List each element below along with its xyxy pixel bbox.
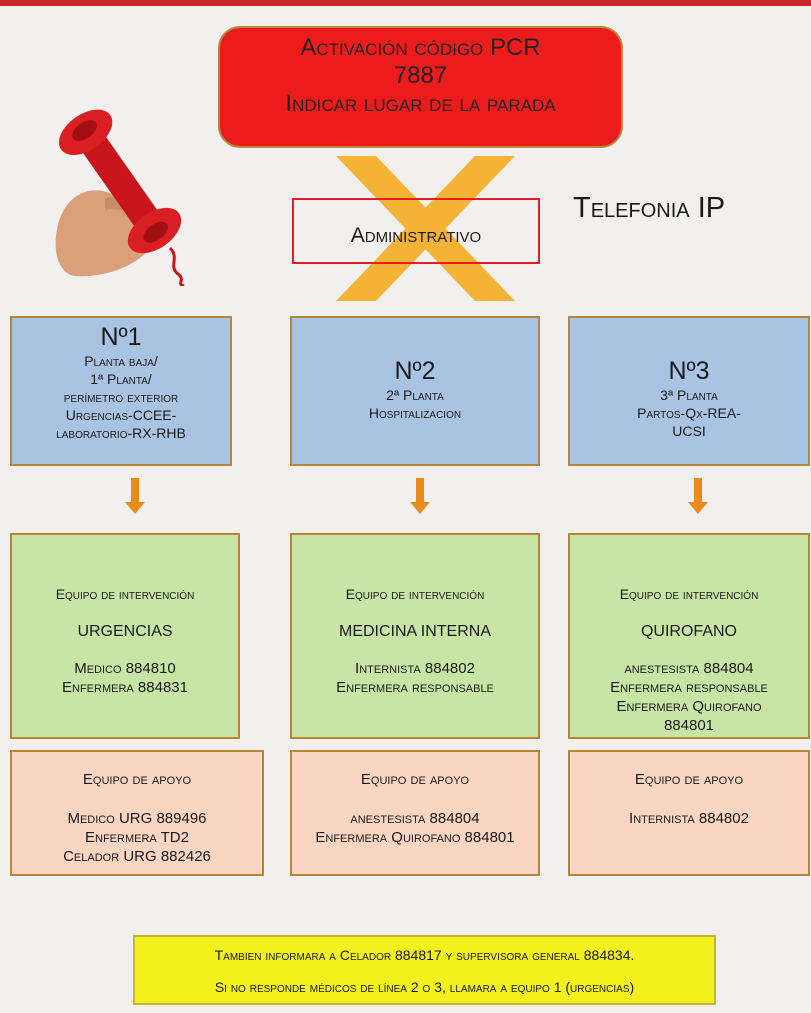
team-member: Enfermera responsable: [336, 679, 494, 696]
location-line: Hospitalizacion: [368, 405, 462, 421]
support-box-2: Equipo de apoyo anestesista 884804 Enfer…: [290, 750, 540, 876]
pcr-instruction: Indicar lugar de la parada: [285, 90, 556, 117]
location-box-2: Nº2 2ª Planta Hospitalizacion: [290, 316, 540, 466]
support-member: anestesista 884804: [350, 810, 480, 827]
team-member: Enfermera Quirofano: [616, 698, 762, 715]
location-line: UCSI: [672, 423, 706, 439]
note-line-1: Tambien informara a Celador 884817 y sup…: [214, 947, 635, 963]
team-box-1: Equipo de intervención URGENCIAS Medico …: [10, 533, 240, 739]
location-number: Nº2: [394, 357, 436, 385]
team-box-3: Equipo de intervención QUIROFANO anestes…: [568, 533, 810, 739]
location-line: 1ª Planta/: [90, 371, 152, 387]
location-line: Planta baja/: [84, 353, 158, 369]
note-line-2: Si no responde médicos de línea 2 o 3, l…: [214, 979, 635, 995]
location-number: Nº1: [100, 323, 142, 351]
team-member: Medico 884810: [74, 660, 176, 677]
location-line: 2ª Planta: [386, 387, 444, 403]
support-member: Medico URG 889496: [67, 810, 207, 827]
team-member: anestesista 884804: [624, 660, 754, 677]
arrow-down-icon: [688, 478, 708, 514]
support-member: Celador URG 882426: [63, 848, 211, 865]
team-name: MEDICINA INTERNA: [338, 623, 491, 640]
team-heading: Equipo de intervención: [55, 586, 195, 602]
telephone-handset-icon: [55, 109, 185, 286]
team-member: Enfermera responsable: [610, 679, 768, 696]
team-heading: Equipo de intervención: [345, 586, 485, 602]
support-box-1: Equipo de apoyo Medico URG 889496 Enferm…: [10, 750, 264, 876]
location-box-1: Nº1 Planta baja/ 1ª Planta/ perímetro ex…: [10, 316, 232, 466]
team-name: QUIROFANO: [640, 623, 737, 640]
support-heading: Equipo de apoyo: [634, 771, 744, 788]
location-box-3: Nº3 3ª Planta Partos-Qx-REA- UCSI: [568, 316, 810, 466]
top-accent-bar: [0, 0, 811, 6]
crossed-out-administrativo: Administrativo: [292, 198, 540, 264]
pcr-code: 7887: [393, 62, 448, 89]
location-number: Nº3: [668, 357, 710, 385]
team-member: Internista 884802: [355, 660, 475, 677]
x-mark-icon: [336, 156, 515, 301]
pcr-alert-box: Activación código PCR 7887 Indicar lugar…: [218, 26, 623, 148]
support-heading: Equipo de apoyo: [360, 771, 470, 788]
location-line: laboratorio-RX-RHB: [56, 425, 186, 441]
team-member: 884801: [663, 717, 715, 734]
location-line: Urgencias-CCEE-: [65, 407, 177, 423]
telefonia-ip-label: Telefonia IP: [573, 192, 726, 224]
team-box-2: Equipo de intervención MEDICINA INTERNA …: [290, 533, 540, 739]
support-member: Enfermera Quirofano 884801: [315, 829, 515, 846]
team-name: URGENCIAS: [77, 623, 173, 640]
support-heading: Equipo de apoyo: [82, 771, 192, 788]
administrativo-label: Administrativo: [350, 224, 482, 247]
arrow-down-icon: [410, 478, 430, 514]
location-line: 3ª Planta: [660, 387, 718, 403]
bottom-note: Tambien informara a Celador 884817 y sup…: [133, 935, 716, 1005]
pcr-title: Activación código PCR: [300, 34, 541, 61]
support-box-3: Equipo de apoyo Internista 884802: [568, 750, 810, 876]
team-heading: Equipo de intervención: [619, 586, 759, 602]
location-line: Partos-Qx-REA-: [637, 405, 741, 421]
support-member: Internista 884802: [629, 810, 749, 827]
arrow-down-icon: [125, 478, 145, 514]
team-member: Enfermera 884831: [62, 679, 188, 696]
location-line: perímetro exterior: [63, 389, 179, 405]
support-member: Enfermera TD2: [85, 829, 189, 846]
